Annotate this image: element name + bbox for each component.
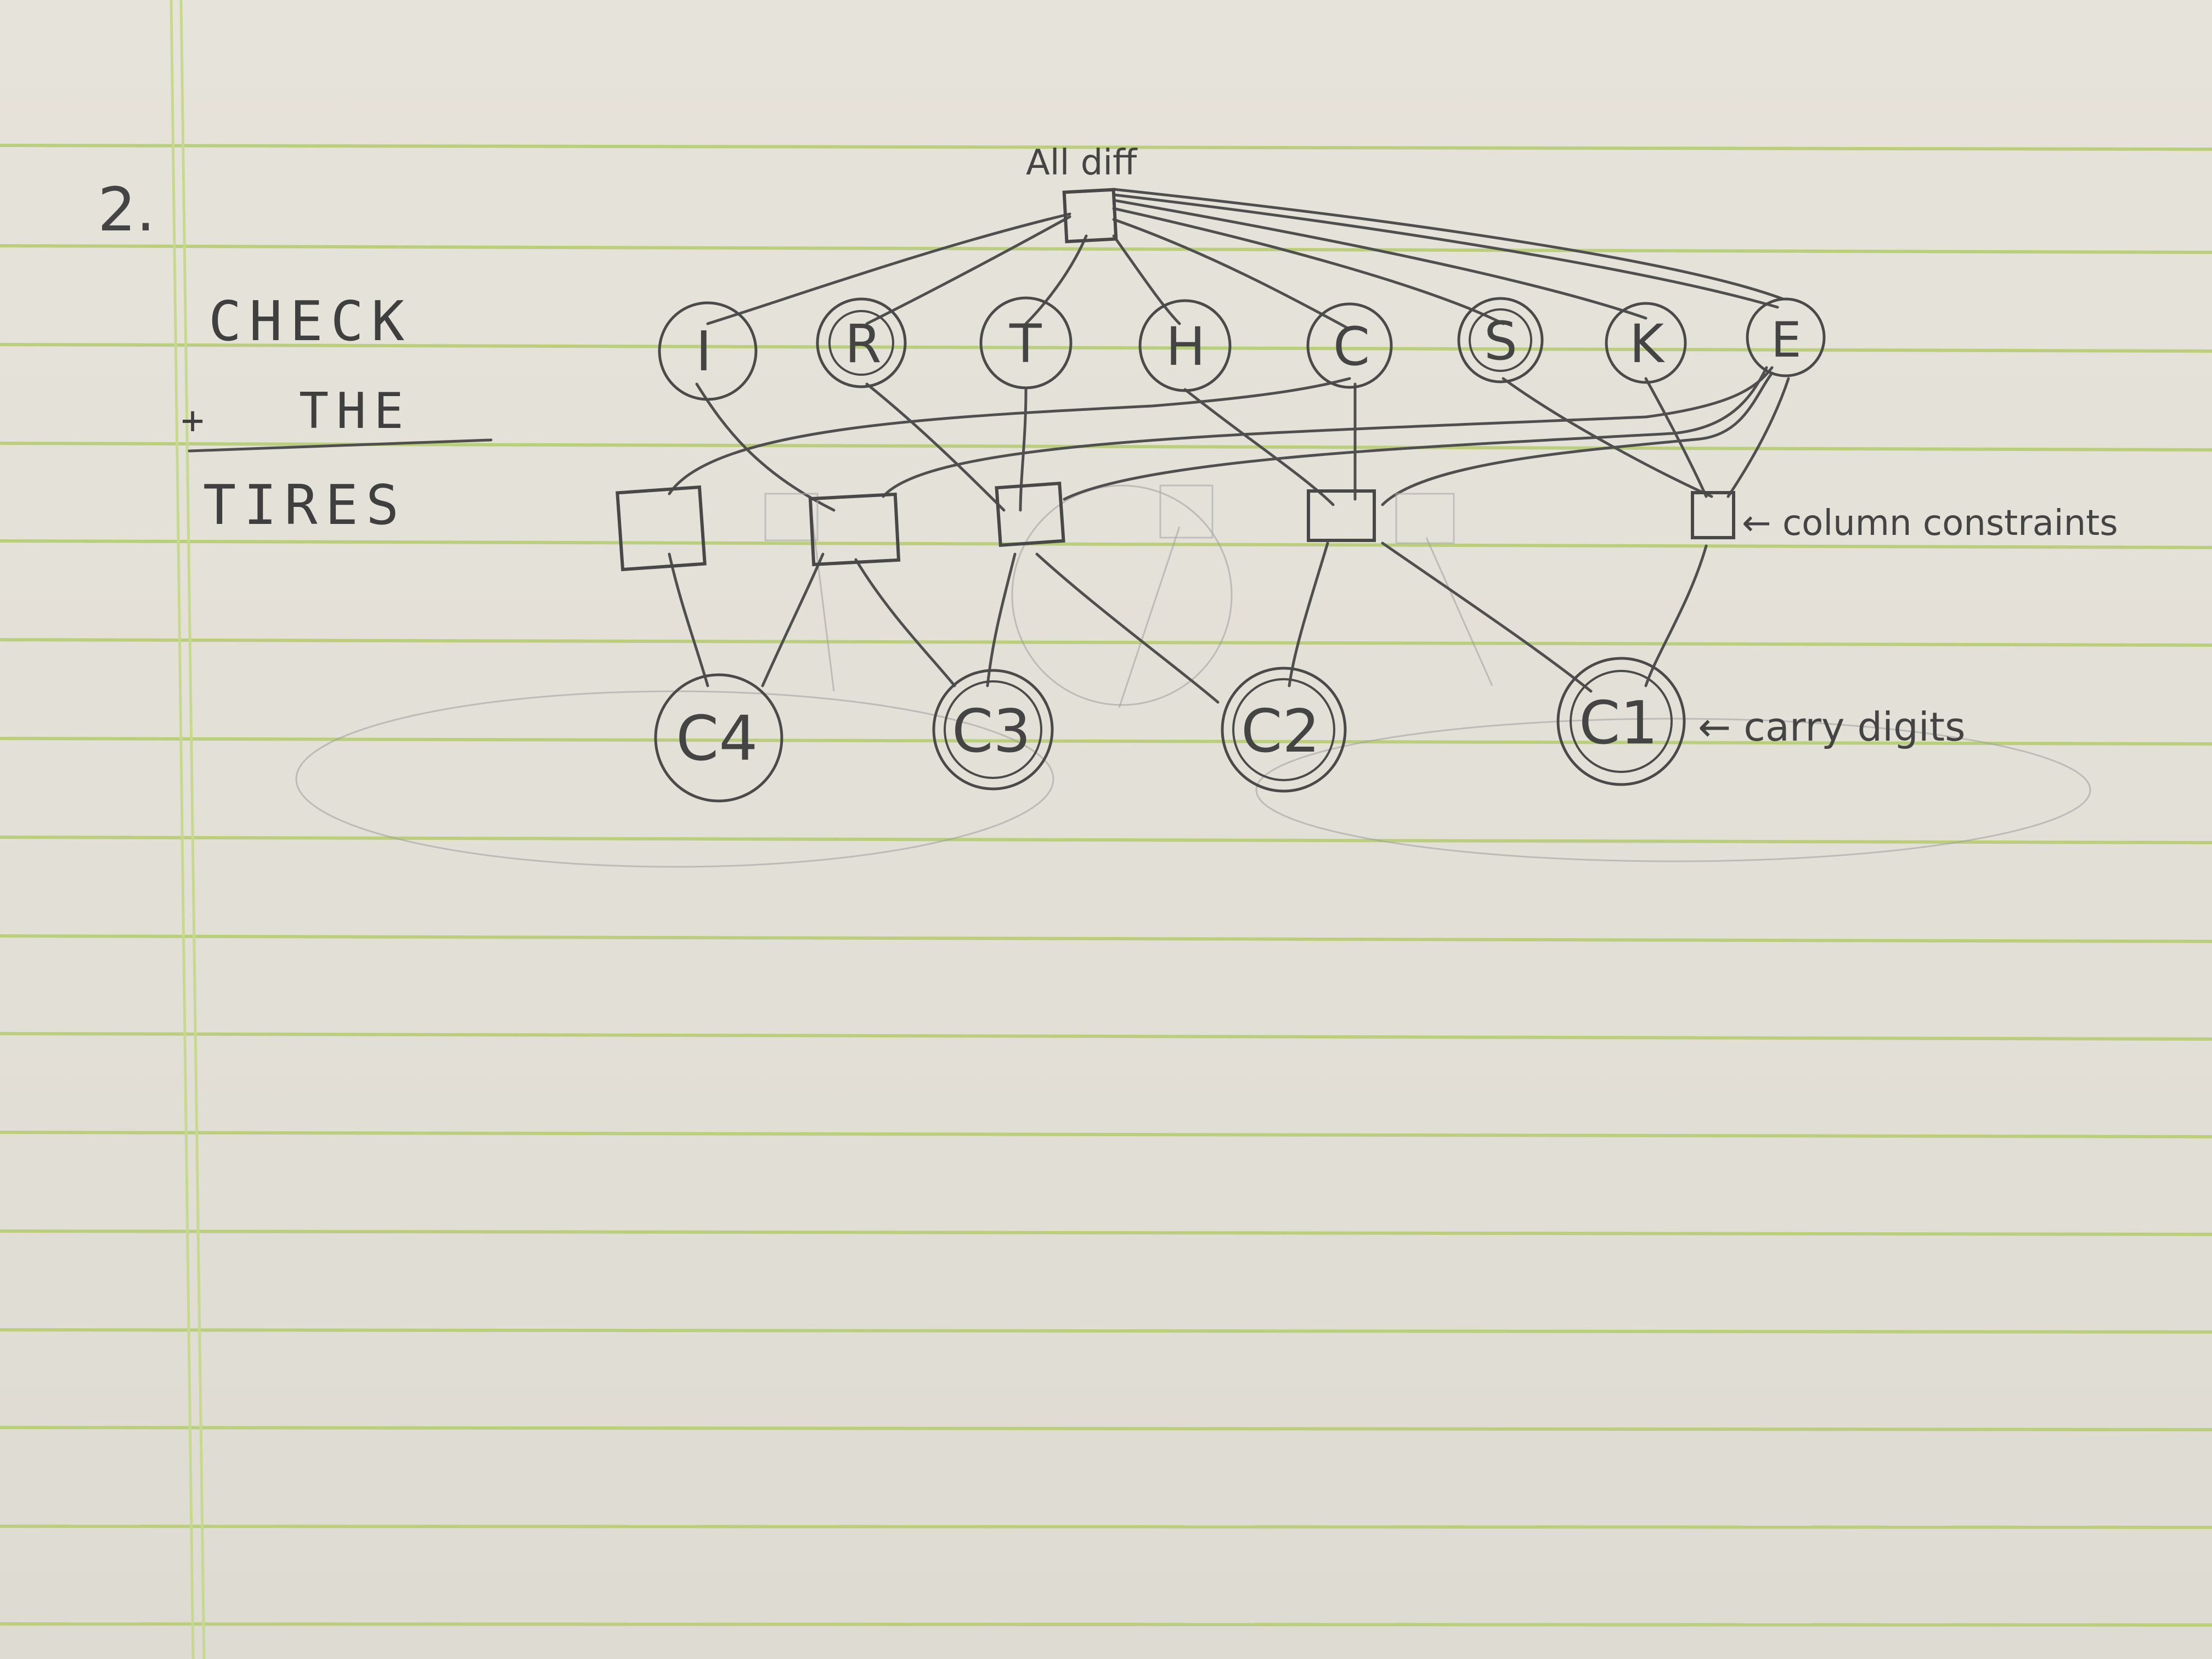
letter-node: S — [1457, 297, 1544, 383]
svg-text:C2: C2 — [1241, 697, 1320, 766]
margin-lines — [170, 0, 206, 1659]
alldiff-edges — [706, 188, 1785, 331]
erased-sketch — [295, 484, 2091, 868]
carry-nodes: C4 C3 C2 C1 ← carry digits — [654, 657, 1966, 803]
puzzle-line-2: THE — [299, 382, 411, 440]
letter-node: T — [979, 296, 1073, 390]
carry-edges — [668, 541, 1708, 704]
alldiff-label: All diff — [1026, 143, 1138, 183]
svg-text:C: C — [1333, 316, 1370, 377]
letter-node: I — [658, 301, 758, 401]
svg-text:C3: C3 — [952, 697, 1031, 766]
svg-text:K: K — [1629, 313, 1665, 375]
puzzle-line-1: CHECK — [208, 289, 412, 353]
letter-node: H — [1138, 299, 1232, 392]
letter-node: K — [1605, 302, 1687, 384]
svg-text:E: E — [1771, 312, 1802, 368]
letter-node: E — [1746, 297, 1826, 377]
carry-digits-label: ← carry digits — [1698, 704, 1966, 750]
ruled-lines — [0, 144, 2212, 1627]
carry-node: C2 — [1221, 667, 1347, 793]
cryptarithm: CHECK + THE TIRES — [181, 289, 493, 537]
puzzle-operator: + — [181, 398, 212, 443]
problem-number: 2. — [98, 174, 155, 245]
puzzle-result: TIRES — [203, 473, 407, 537]
svg-text:H: H — [1166, 316, 1205, 377]
column-edges — [668, 366, 1790, 512]
carry-node: C1 — [1556, 657, 1686, 786]
svg-text:R: R — [845, 313, 882, 375]
svg-text:C4: C4 — [676, 703, 758, 775]
svg-text:I: I — [696, 319, 712, 383]
sum-line — [188, 438, 493, 453]
carry-node: C3 — [932, 669, 1054, 791]
svg-text:T: T — [1009, 313, 1042, 375]
letter-nodes: I R T H C S K E — [658, 296, 1826, 401]
column-constraints-label: ← column constraints — [1742, 503, 2118, 544]
svg-text:C1: C1 — [1579, 689, 1658, 758]
column-constraints: ← column constraints — [616, 481, 2118, 572]
carry-node: C4 — [654, 673, 783, 803]
svg-text:S: S — [1484, 311, 1517, 372]
alldiff-constraint: All diff — [1026, 143, 1138, 244]
letter-node: C — [1306, 302, 1393, 389]
letter-node: R — [816, 297, 907, 388]
